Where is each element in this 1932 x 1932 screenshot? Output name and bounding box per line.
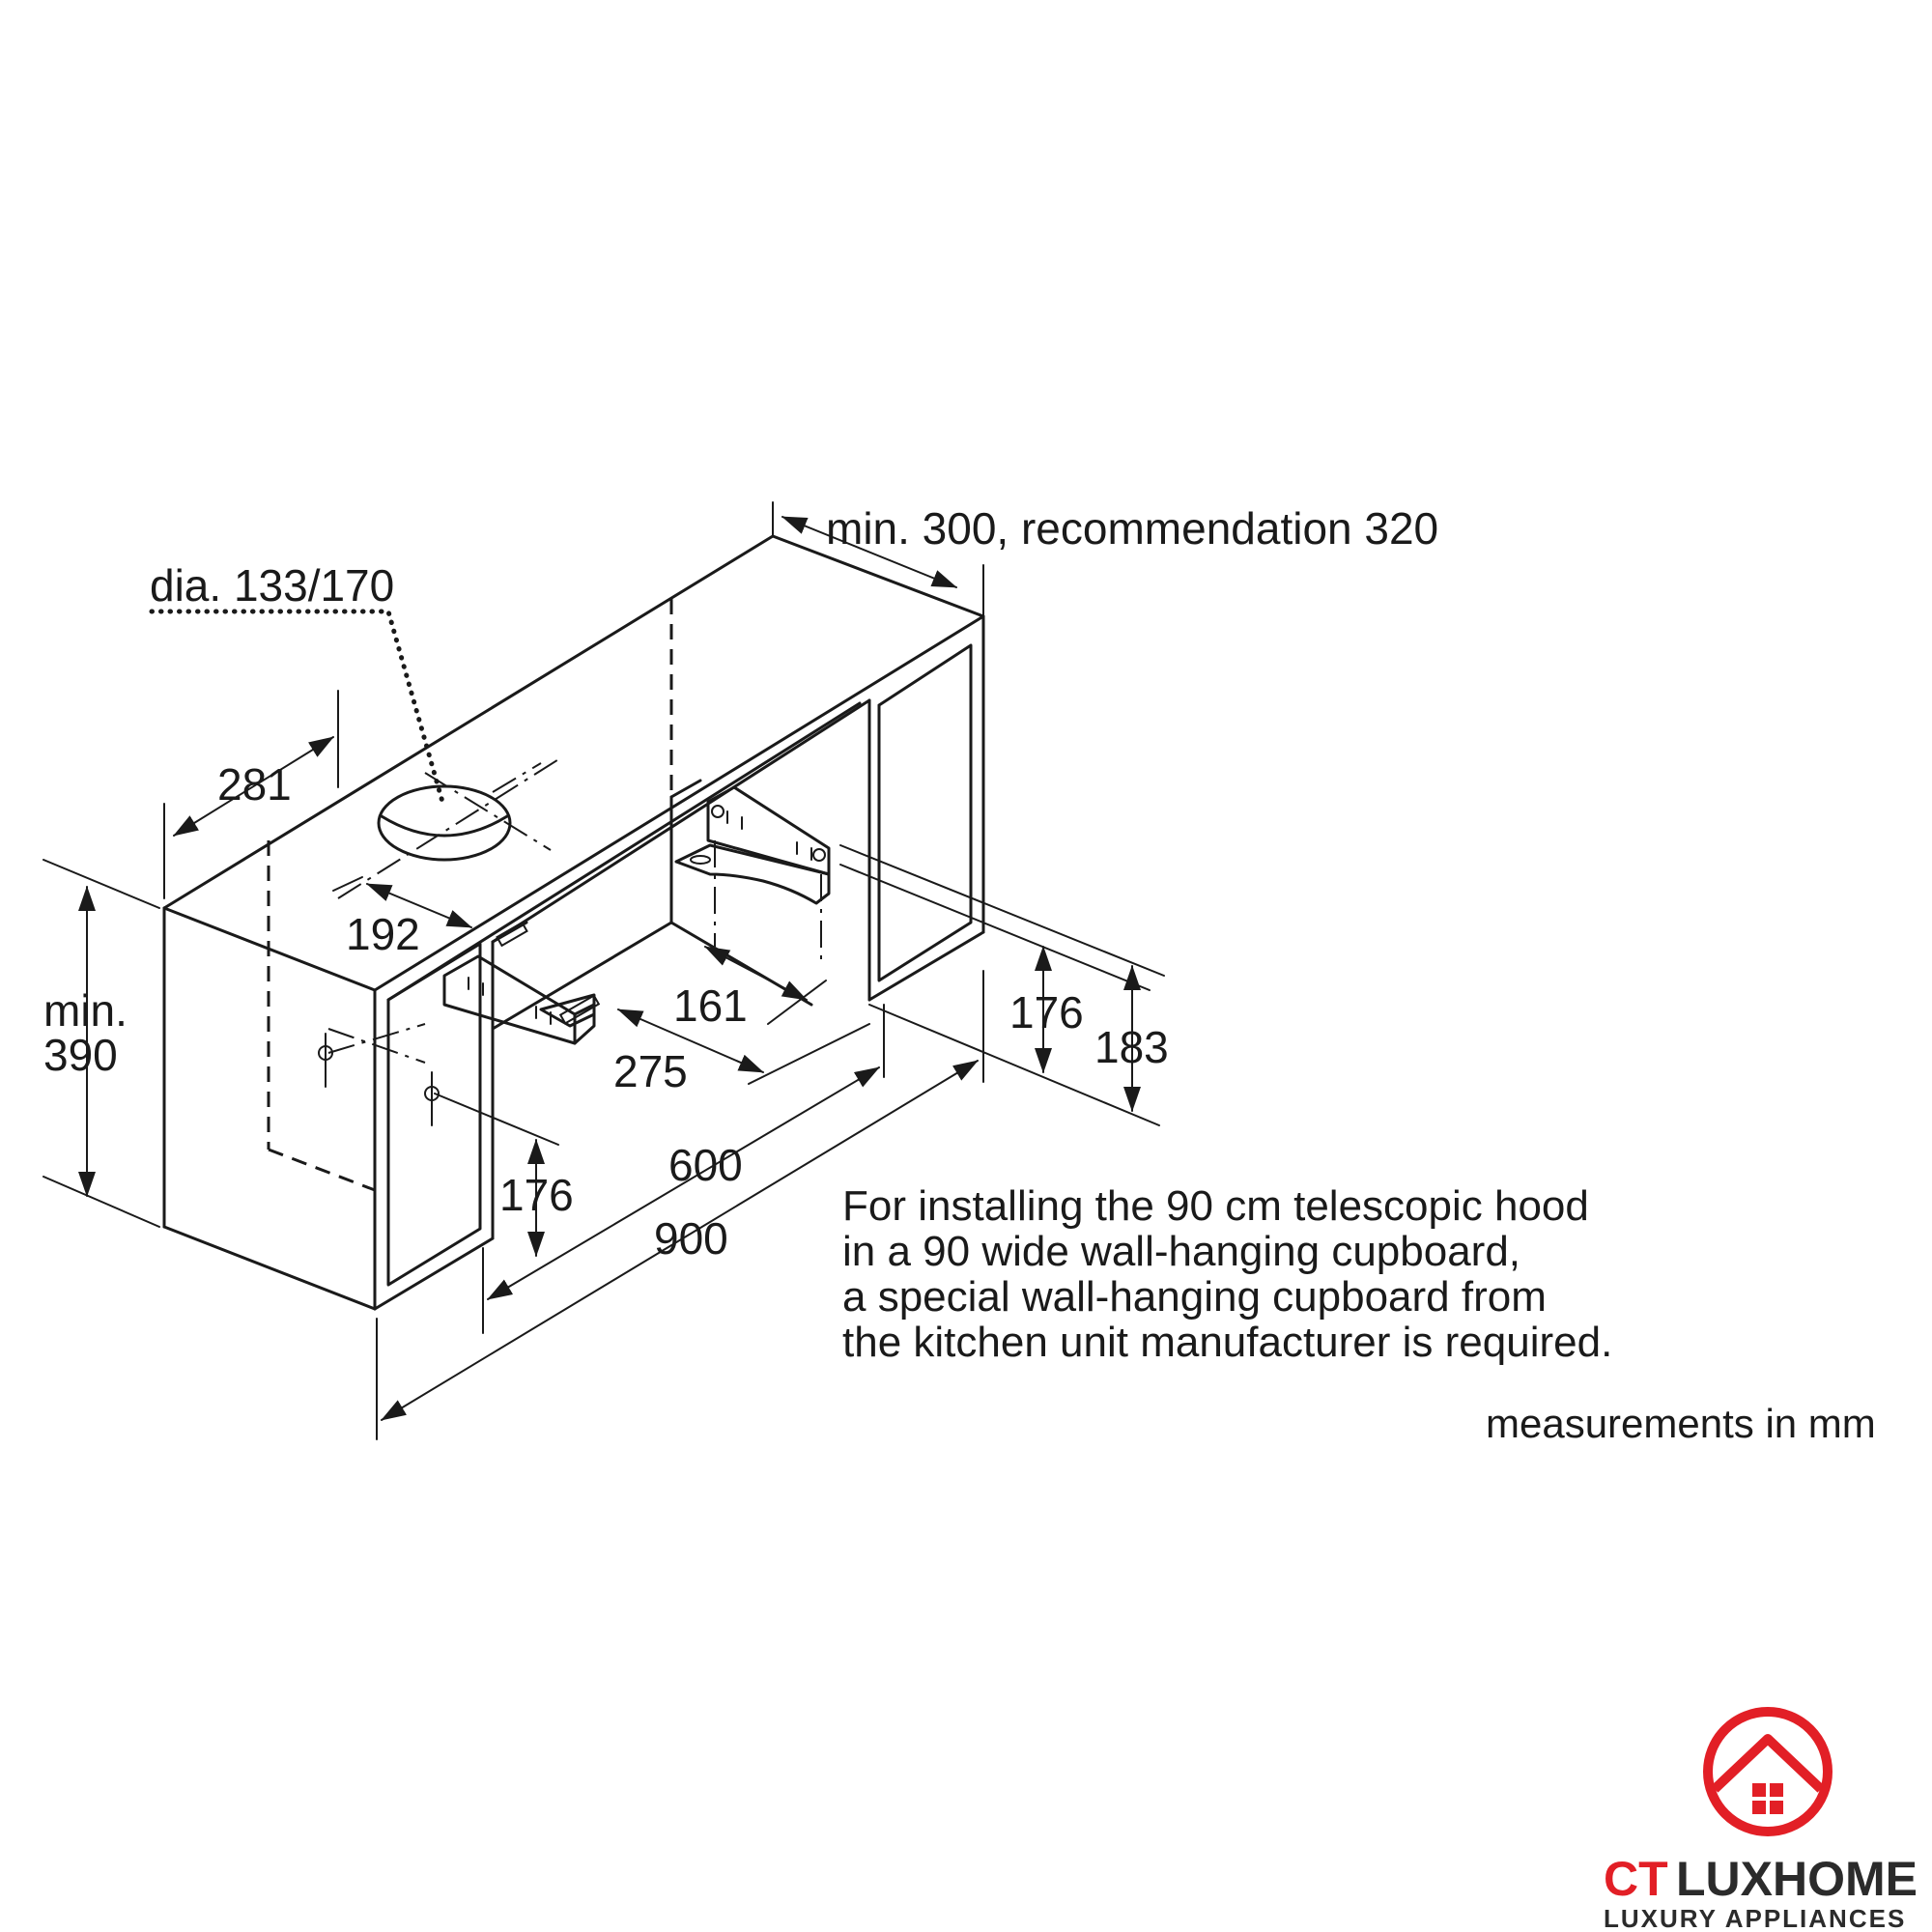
label-161: 161 bbox=[673, 980, 748, 1031]
note-line-4: the kitchen unit manufacturer is require… bbox=[842, 1319, 1613, 1366]
label-183: 183 bbox=[1094, 1022, 1169, 1072]
logo-brand-rest: LUXHOME bbox=[1676, 1852, 1918, 1906]
label-diameter: dia. 133/170 bbox=[150, 560, 394, 611]
label-min-height-1: min. bbox=[43, 985, 128, 1036]
label-900: 900 bbox=[654, 1213, 728, 1264]
logo-ring bbox=[1703, 1707, 1833, 1836]
hidden-edges bbox=[267, 599, 673, 1192]
label-600: 600 bbox=[668, 1140, 743, 1190]
left-bracket bbox=[442, 921, 601, 1045]
diameter-leader bbox=[149, 609, 445, 805]
dim-900 bbox=[376, 970, 984, 1440]
label-176-left: 176 bbox=[499, 1170, 574, 1220]
fixing-points bbox=[318, 1045, 440, 1101]
ct-luxhome-logo: CT LUXHOME LUXURY APPLIANCES bbox=[1604, 1707, 1918, 1932]
dim-192 bbox=[332, 876, 472, 928]
units-note: measurements in mm bbox=[1486, 1401, 1876, 1446]
installation-note: For installing the 90 cm telescopic hood… bbox=[842, 1183, 1612, 1365]
duct-opening bbox=[377, 784, 512, 862]
dim-281 bbox=[163, 690, 339, 899]
label-192: 192 bbox=[346, 909, 420, 959]
logo-brand-ct: CT bbox=[1604, 1852, 1668, 1906]
label-275: 275 bbox=[613, 1046, 688, 1096]
logo-house-icon bbox=[1711, 1734, 1825, 1793]
label-min-height-2: 390 bbox=[43, 1030, 118, 1080]
dim-min-depth bbox=[772, 501, 984, 624]
note-line-1: For installing the 90 cm telescopic hood bbox=[842, 1182, 1589, 1230]
dim-min-390 bbox=[43, 859, 160, 1228]
label-176-right: 176 bbox=[1009, 987, 1084, 1037]
note-line-2: in a 90 wide wall-hanging cupboard, bbox=[842, 1228, 1521, 1275]
logo-tagline: LUXURY APPLIANCES bbox=[1604, 1904, 1906, 1932]
dim-176-183-right bbox=[839, 844, 1165, 1126]
label-min-depth: min. 300, recommendation 320 bbox=[826, 503, 1438, 554]
dim-161 bbox=[704, 946, 827, 1025]
note-line-3: a special wall-hanging cupboard from bbox=[842, 1273, 1547, 1321]
right-bracket bbox=[674, 785, 831, 905]
label-281: 281 bbox=[217, 759, 292, 810]
